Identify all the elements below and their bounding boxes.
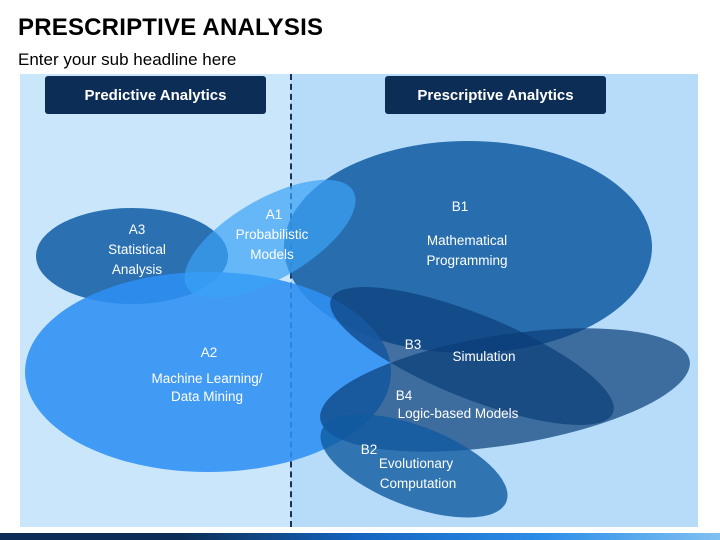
b1-code: B1 <box>452 199 469 214</box>
a1-code: A1 <box>266 207 283 222</box>
b4-code: B4 <box>396 388 413 403</box>
predictive-analytics-header: Predictive Analytics <box>45 76 266 114</box>
footer-gradient-bar <box>0 533 720 540</box>
b3-label: Simulation <box>452 349 515 364</box>
page-title: PRESCRIPTIVE ANALYSIS <box>18 14 324 41</box>
b2-code: B2 <box>361 442 378 457</box>
b1-label-line1: Mathematical <box>427 233 507 248</box>
ellipse-a2 <box>25 272 391 472</box>
prescriptive-analytics-header: Prescriptive Analytics <box>385 76 606 114</box>
b3-code: B3 <box>405 337 422 352</box>
b4-label: Logic-based Models <box>398 406 519 421</box>
a1-label-line1: Probabilistic <box>236 227 309 242</box>
b2-label-line2: Computation <box>380 476 457 491</box>
a2-label-line1: Machine Learning/ <box>151 371 262 386</box>
ellipse-a1 <box>184 179 356 299</box>
a3-code: A3 <box>129 222 146 237</box>
a3-label-line1: Statistical <box>108 242 166 257</box>
a2-label-line2: Data Mining <box>171 389 243 404</box>
b1-label-line2: Programming <box>426 253 507 268</box>
ellipse-b2 <box>320 414 508 518</box>
a3-label-line2: Analysis <box>112 262 163 277</box>
a1-label-line2: Models <box>250 247 294 262</box>
ellipse-b4 <box>320 328 690 452</box>
a2-code: A2 <box>201 345 218 360</box>
b2-label-line1: Evolutionary <box>379 456 454 471</box>
page-subtitle: Enter your sub headline here <box>18 50 237 69</box>
